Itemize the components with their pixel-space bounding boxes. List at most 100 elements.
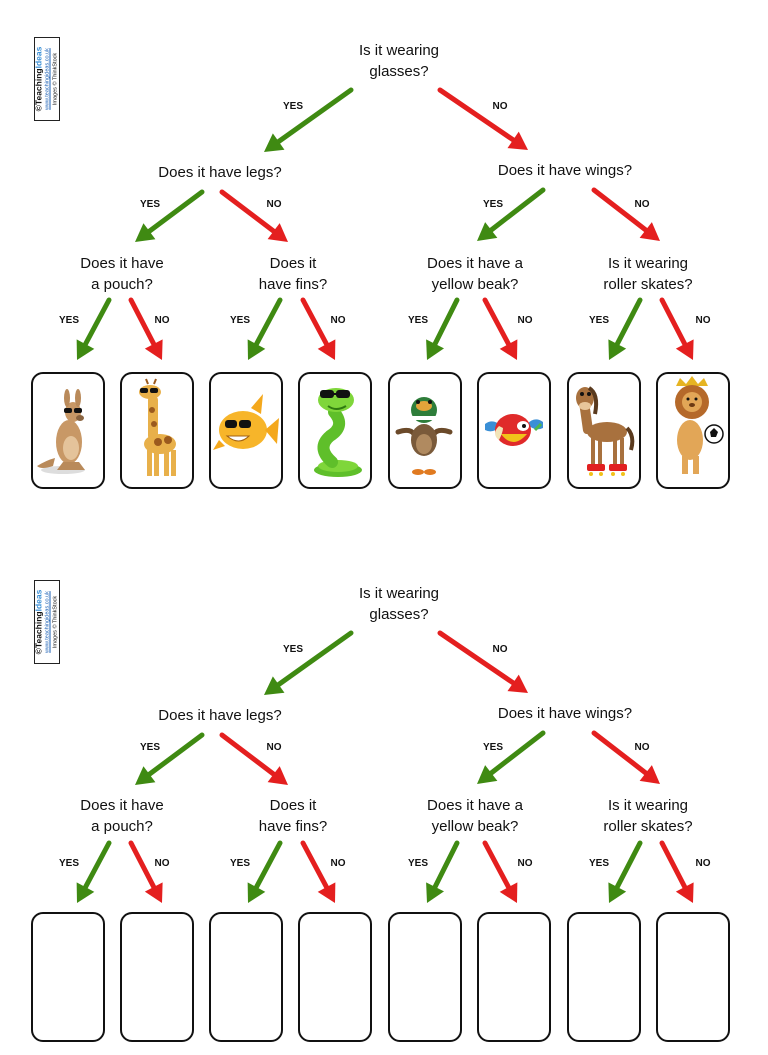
giraffe-icon <box>139 378 176 476</box>
yes-label: YES <box>482 199 504 210</box>
no-label: NO <box>634 742 650 753</box>
no-label: NO <box>492 101 508 112</box>
yes-label: YES <box>407 858 429 869</box>
snake-icon <box>314 388 362 477</box>
worksheet-filled: ©TeachingIdeas www.teachingideas.co.uk I… <box>0 0 768 512</box>
yes-label: YES <box>58 315 80 326</box>
yes-label: YES <box>407 315 429 326</box>
yes-arrow <box>477 187 546 241</box>
no-label: NO <box>695 858 711 869</box>
yes-arrow <box>426 840 460 903</box>
question-wings: Does it have wings? <box>497 705 633 722</box>
answer-box[interactable] <box>298 912 372 1042</box>
no-arrow <box>591 187 660 241</box>
answer-card-snake <box>298 372 372 489</box>
arrow-layer <box>76 630 694 903</box>
no-arrow <box>482 297 518 360</box>
question-legs: Does it have legs? <box>158 707 282 724</box>
yes-label: YES <box>229 315 251 326</box>
no-arrow <box>437 630 528 693</box>
no-label: NO <box>695 315 711 326</box>
answer-card-kangaroo <box>31 372 105 489</box>
yes-label: YES <box>139 199 161 210</box>
answer-card-giraffe <box>120 372 194 489</box>
yes-label: YES <box>482 742 504 753</box>
yes-arrow <box>76 840 112 903</box>
no-arrow <box>300 297 336 360</box>
fish-icon <box>213 394 279 450</box>
yes-label: YES <box>588 858 610 869</box>
no-label: NO <box>330 858 346 869</box>
no-arrow <box>482 840 518 903</box>
lion-icon <box>675 376 724 474</box>
yes-arrow <box>76 297 112 360</box>
no-arrow <box>659 840 694 903</box>
no-arrow <box>128 297 163 360</box>
yes-label: YES <box>229 858 251 869</box>
teaching-ideas-logo: ©TeachingIdeas www.teachingideas.co.uk I… <box>34 580 60 664</box>
yes-arrow <box>426 297 460 360</box>
horse-icon <box>576 386 635 476</box>
no-arrow <box>128 840 163 903</box>
yes-arrow <box>247 297 283 360</box>
answer-box[interactable] <box>120 912 194 1042</box>
yes-arrow <box>247 840 283 903</box>
no-arrow <box>219 732 288 785</box>
no-arrow <box>591 730 660 784</box>
no-label: NO <box>634 199 650 210</box>
yes-label: YES <box>588 315 610 326</box>
no-label: NO <box>492 644 508 655</box>
answer-card-fish <box>209 372 283 489</box>
question-legs: Does it have legs? <box>158 164 282 181</box>
no-label: NO <box>517 315 533 326</box>
yes-arrow <box>264 87 354 152</box>
worksheet-blank: ©TeachingIdeas www.teachingideas.co.uk I… <box>0 543 768 1055</box>
no-label: NO <box>154 315 170 326</box>
no-arrow <box>659 297 694 360</box>
no-label: NO <box>266 742 282 753</box>
no-label: NO <box>266 199 282 210</box>
answer-box[interactable] <box>209 912 283 1042</box>
question-wings: Does it have wings? <box>497 162 633 179</box>
yes-arrow <box>135 732 205 785</box>
yes-arrow <box>135 189 205 242</box>
no-label: NO <box>517 858 533 869</box>
duck-icon <box>395 397 453 475</box>
answer-box[interactable] <box>567 912 641 1042</box>
yes-arrow <box>608 297 643 360</box>
no-label: NO <box>154 858 170 869</box>
arrow-layer <box>76 87 694 360</box>
no-label: NO <box>330 315 346 326</box>
answer-box[interactable] <box>388 912 462 1042</box>
yes-arrow <box>264 630 354 695</box>
yes-arrow <box>608 840 643 903</box>
no-arrow <box>300 840 336 903</box>
yes-label: YES <box>282 644 304 655</box>
answer-box[interactable] <box>477 912 551 1042</box>
answer-box[interactable] <box>656 912 730 1042</box>
yes-label: YES <box>282 101 304 112</box>
kangaroo-icon <box>37 389 85 474</box>
yes-label: YES <box>139 742 161 753</box>
no-arrow <box>219 189 288 242</box>
answer-card-horse <box>567 372 641 489</box>
no-arrow <box>437 87 528 150</box>
answer-card-duck <box>388 372 462 489</box>
teaching-ideas-logo: ©TeachingIdeas www.teachingideas.co.uk I… <box>34 37 60 121</box>
yes-arrow <box>477 730 546 784</box>
yes-label: YES <box>58 858 80 869</box>
answer-card-parrot <box>477 372 551 489</box>
parrot-icon <box>485 414 543 446</box>
answer-box[interactable] <box>31 912 105 1042</box>
answer-card-lion <box>656 372 730 489</box>
